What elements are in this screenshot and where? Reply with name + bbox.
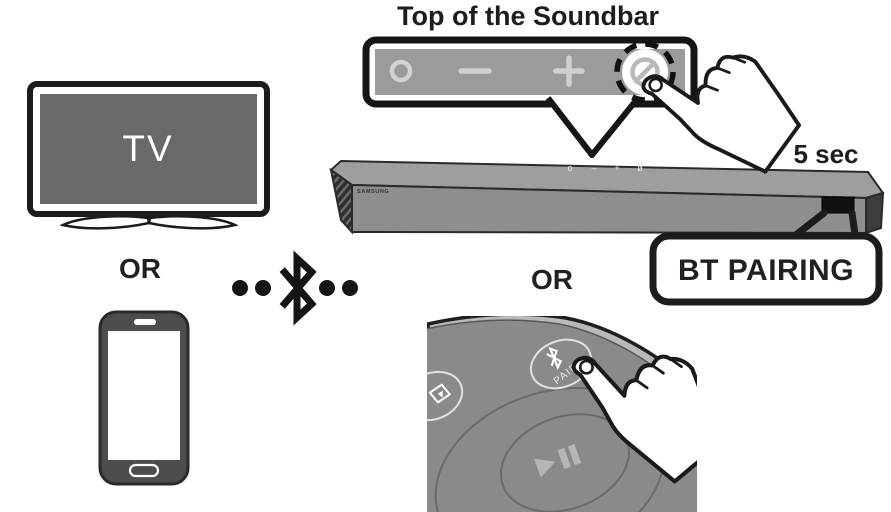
phone-speaker xyxy=(134,319,156,325)
remote-play-pause-button xyxy=(500,413,630,512)
tv-stand xyxy=(59,214,151,230)
dot xyxy=(232,280,248,296)
dashed-highlight-circle xyxy=(614,41,676,103)
smartphone-illustration xyxy=(98,310,190,486)
soundbar-illustration: SAMSUNG o – + ø xyxy=(329,159,885,235)
bt-pairing-box xyxy=(649,232,883,306)
tv-stand xyxy=(147,214,239,230)
phone-screen xyxy=(108,331,180,460)
or-text-middle: OR xyxy=(531,264,573,295)
play-pause-icon xyxy=(534,444,582,478)
bt-pairing-callout: BT PAIRING xyxy=(649,209,883,306)
tv-illustration: TV xyxy=(27,81,270,230)
bluetooth-link xyxy=(232,258,358,317)
bt-pairing-label: BT PAIRING xyxy=(678,254,854,287)
soundbar-top-button-mic-off: ø xyxy=(637,163,643,173)
source-icon xyxy=(428,383,451,404)
dot xyxy=(319,280,335,296)
dot xyxy=(342,280,358,296)
control-panel-callout xyxy=(362,36,698,158)
circle-icon xyxy=(389,59,413,83)
remote-source-button xyxy=(427,370,464,422)
tv-screen xyxy=(40,94,257,204)
crossed-circle-icon xyxy=(633,60,657,84)
soundbar-brand-logo: SAMSUNG xyxy=(357,189,389,195)
soundbar-display xyxy=(821,196,855,214)
or-text-left: OR xyxy=(119,253,161,284)
tv-label: TV xyxy=(122,128,173,169)
soundbar-right-cap xyxy=(865,191,885,235)
tv-neck xyxy=(141,212,155,219)
hold-duration-label: 5 sec xyxy=(793,139,858,169)
page-title: Top of the Soundbar xyxy=(397,1,659,31)
soundbar-top-button-multifunction: o xyxy=(567,163,572,173)
soundbar-top-buttons: o – + ø xyxy=(567,163,643,173)
soundbar-top-button-volume-down: – xyxy=(591,163,596,173)
phone-home-button xyxy=(128,463,160,478)
remote-illustration: PAIR xyxy=(427,316,697,512)
soundbar-top-button-volume-up: + xyxy=(614,163,619,173)
dot xyxy=(255,280,271,296)
soundbar-speaker-grille xyxy=(329,167,353,235)
bluetooth-icon xyxy=(282,258,312,317)
panel-pointer-tail xyxy=(545,96,641,158)
plus-icon xyxy=(553,55,585,87)
